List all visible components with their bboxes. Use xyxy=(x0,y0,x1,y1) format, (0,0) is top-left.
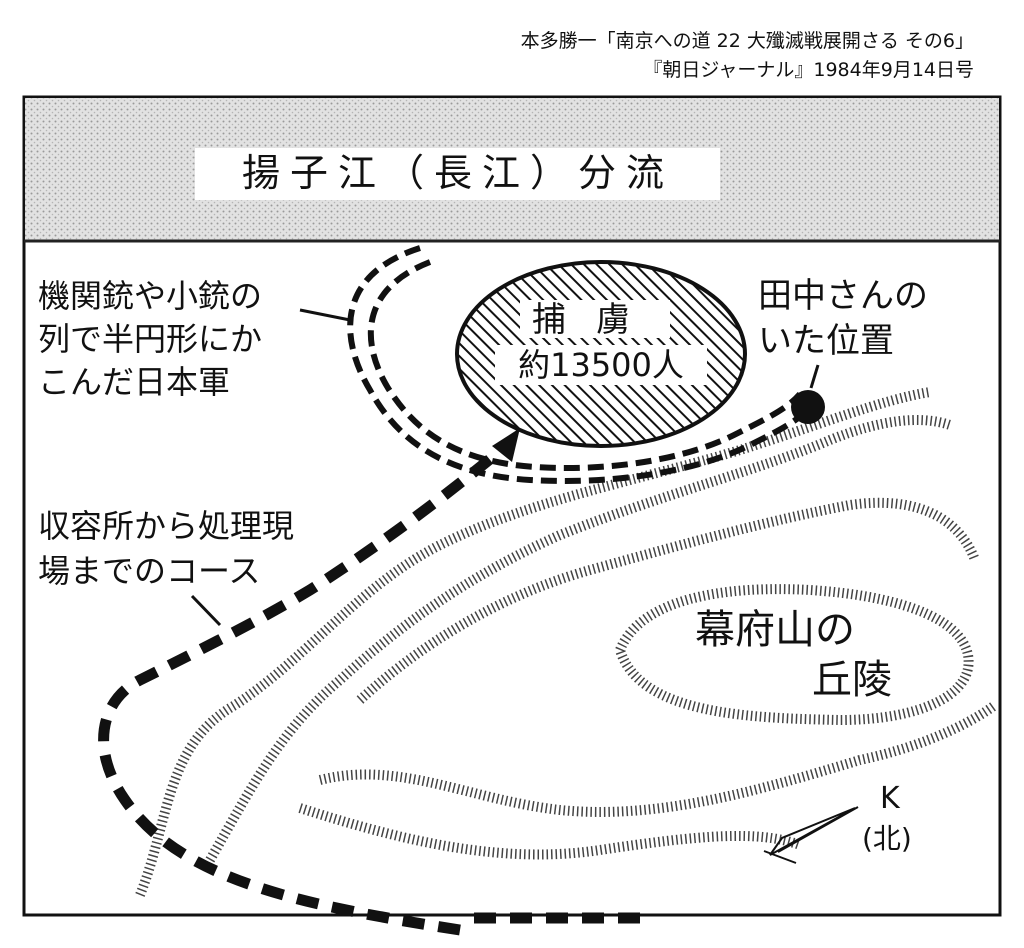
north-arrow-shaft xyxy=(777,806,859,853)
hill-label-group: 幕府山の 丘陵 xyxy=(695,607,892,703)
tanaka-position-marker xyxy=(791,390,825,424)
route-label-group: 収容所から処理現 場までのコース xyxy=(38,507,294,627)
hill-contour xyxy=(205,415,952,863)
machine-gun-label-line1: 機関銃や小銃の xyxy=(38,277,262,315)
hill-contour xyxy=(318,700,998,817)
japanese-army-cordon xyxy=(347,245,815,484)
route-arrowhead xyxy=(492,428,520,462)
machine-gun-label-line2: 列で半円形にか xyxy=(38,320,262,358)
north-arrow: K (北) xyxy=(763,781,912,864)
prisoners-label: 捕虜 xyxy=(532,300,660,340)
source-caption-journal: 『朝日ジャーナル』1984年9月14日号 xyxy=(643,59,974,81)
hill-label-line2: 丘陵 xyxy=(812,657,892,703)
tanaka-label-group: 田中さんの いた位置 xyxy=(758,276,928,361)
river-label: 揚子江（長江）分流 xyxy=(242,151,674,195)
cordon-line-inner xyxy=(367,259,803,472)
machine-gun-leader-line xyxy=(299,308,351,322)
machine-gun-label-group: 機関銃や小銃の 列で半円形にか こんだ日本軍 xyxy=(38,277,351,401)
tanaka-leader-line xyxy=(809,364,820,389)
route-path xyxy=(98,450,499,936)
hill-label-line1: 幕府山の xyxy=(695,607,855,653)
prisoners-count: 約13500人 xyxy=(518,346,684,384)
north-symbol: K xyxy=(880,781,901,816)
hill-contours xyxy=(135,387,998,897)
machine-gun-label-line3: こんだ日本軍 xyxy=(38,363,230,401)
source-caption-title: 本多勝一「南京への道 22 大殲滅戦展開さる その6」 xyxy=(520,30,974,52)
route-leader-line xyxy=(190,594,222,627)
north-arrow-tick xyxy=(763,850,797,864)
route-label-line1: 収容所から処理現 xyxy=(38,507,294,545)
tanaka-label-line2: いた位置 xyxy=(758,321,894,361)
river-label-box xyxy=(195,148,720,200)
prisoners-label-bg xyxy=(520,300,670,338)
cordon-line-outer xyxy=(347,245,815,484)
route-label-line2: 場までのコース xyxy=(38,552,260,590)
hill-contour xyxy=(298,803,802,860)
north-label: (北) xyxy=(862,822,912,855)
prisoners-count-bg xyxy=(495,345,707,385)
tanaka-label-line1: 田中さんの xyxy=(758,276,928,316)
hill-contour-summit xyxy=(614,584,974,726)
